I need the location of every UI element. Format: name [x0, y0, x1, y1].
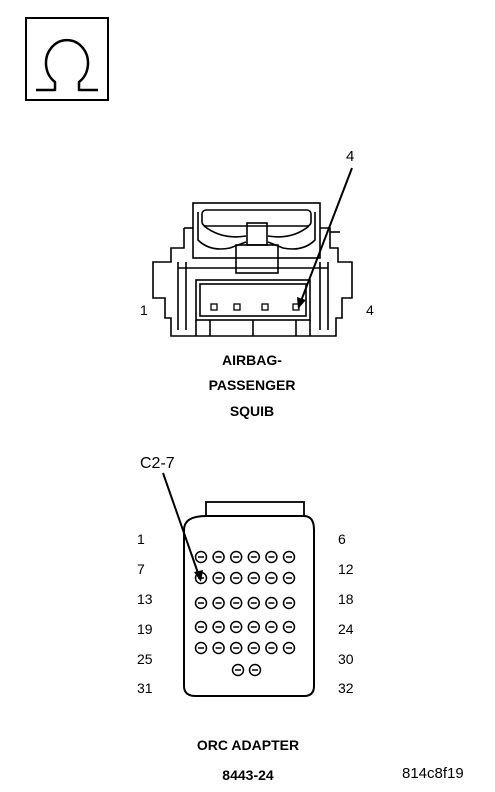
pin-cavity-32	[248, 663, 262, 677]
row-label-left-1: 1	[137, 531, 145, 547]
pin-cavity-2	[212, 550, 225, 564]
orc-callout-label: C2-7	[140, 455, 175, 472]
callout-pin-label: 4	[346, 148, 355, 165]
pin-cavity-6	[282, 550, 296, 564]
pin-cavity-21	[229, 620, 243, 634]
squib-connector-drawing	[152, 202, 353, 337]
squib-left-pin-label: 1	[140, 302, 148, 318]
pin-cavity-30	[282, 641, 296, 655]
pin-cavity-22	[247, 620, 261, 634]
pin-cavity-3	[229, 550, 243, 564]
row-label-left-2: 7	[137, 561, 145, 577]
pin-cavity-10	[247, 571, 261, 585]
row-label-right-3: 18	[338, 591, 354, 607]
squib-right-pin-label: 4	[366, 302, 374, 318]
row-label-right-2: 12	[338, 561, 354, 577]
ohmmeter-icon	[25, 17, 109, 101]
pin-cavity-29	[265, 641, 278, 655]
pin-cavity-31	[231, 663, 245, 677]
pin-cavity-17	[265, 596, 278, 610]
pin-cavity-27	[229, 641, 243, 655]
row-label-right-1: 6	[338, 531, 346, 547]
pin-cavity-9	[229, 571, 243, 585]
pin-cavity-11	[265, 571, 278, 585]
squib-title-line-3: SQUIB	[229, 403, 275, 419]
pin-4-callout-arrow	[297, 167, 353, 309]
pin-cavity-28	[247, 641, 261, 655]
squib-title-line-2: PASSENGER	[208, 377, 296, 393]
orc-title: ORC ADAPTER	[196, 737, 300, 753]
pin-cavity-14	[212, 596, 225, 610]
squib-title-line-1: AIRBAG-	[222, 352, 282, 368]
orc-part-number: 8443-24	[222, 767, 274, 783]
row-label-right-4: 24	[338, 621, 354, 637]
pin-cavity-23	[265, 620, 278, 634]
pin-cavity-1	[194, 550, 208, 564]
pin-cavity-16	[247, 596, 261, 610]
row-label-left-3: 13	[137, 591, 153, 607]
figure-id: 814c8f19	[402, 765, 464, 782]
pin-cavity-8	[212, 571, 225, 585]
pin-cavity-12	[282, 571, 296, 585]
row-label-right-6: 32	[338, 680, 354, 696]
orc-connector-drawing	[183, 501, 315, 697]
row-label-left-4: 19	[137, 621, 153, 637]
pin-cavity-19	[194, 620, 208, 634]
row-label-left-5: 25	[137, 651, 153, 667]
pin-cavity-20	[212, 620, 225, 634]
pin-cavity-4	[247, 550, 261, 564]
pin-cavity-18	[282, 596, 296, 610]
pin-cavity-25	[194, 641, 208, 655]
pin-cavity-5	[265, 550, 278, 564]
pin-cavity-15	[229, 596, 243, 610]
pin-cavity-24	[282, 620, 296, 634]
pin-cavity-13	[194, 596, 208, 610]
pin-cavity-26	[212, 641, 225, 655]
row-label-left-6: 31	[137, 680, 153, 696]
row-label-right-5: 30	[338, 651, 354, 667]
c2-7-callout-arrow	[162, 472, 203, 582]
